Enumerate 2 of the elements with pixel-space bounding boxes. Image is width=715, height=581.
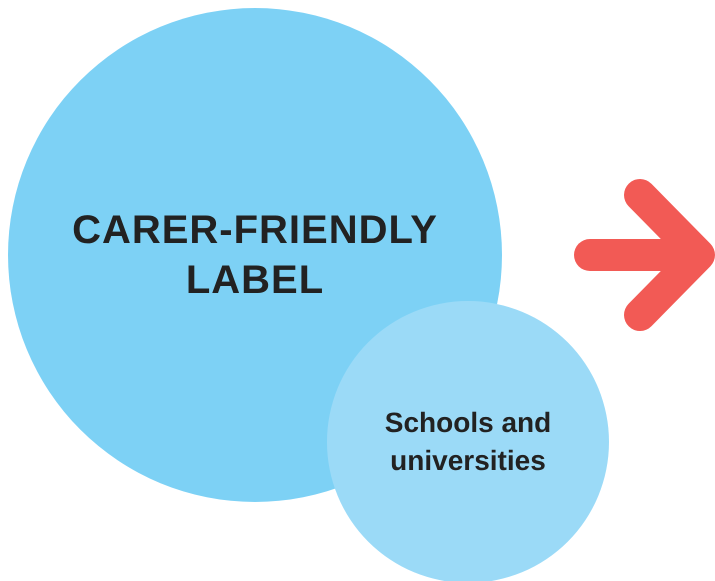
circle-label: CARER-FRIENDLY LABEL bbox=[71, 207, 439, 304]
circle-label: Schools and universities bbox=[384, 406, 552, 478]
